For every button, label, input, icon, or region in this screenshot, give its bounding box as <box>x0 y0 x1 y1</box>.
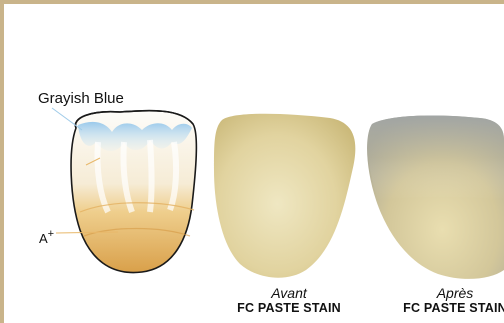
caption-apres-title: Après <box>380 286 504 301</box>
caption-avant: Avant FC PASTE STAIN <box>214 286 364 316</box>
caption-avant-subtitle: FC PASTE STAIN <box>214 301 364 316</box>
caption-apres: Après FC PASTE STAIN <box>380 286 504 316</box>
grayish-blue-leader <box>52 108 82 130</box>
label-grayish-blue: Grayish Blue <box>38 90 124 107</box>
tooth-apres <box>367 116 504 279</box>
tooth-diagram <box>71 111 196 273</box>
caption-apres-subtitle: FC PASTE STAIN <box>380 301 504 316</box>
caption-avant-title: Avant <box>214 286 364 301</box>
label-a-plus-base: A <box>39 231 48 246</box>
label-a-plus: A+ <box>39 228 54 246</box>
label-a-plus-sup: + <box>48 228 54 240</box>
tooth-avant <box>214 114 355 278</box>
